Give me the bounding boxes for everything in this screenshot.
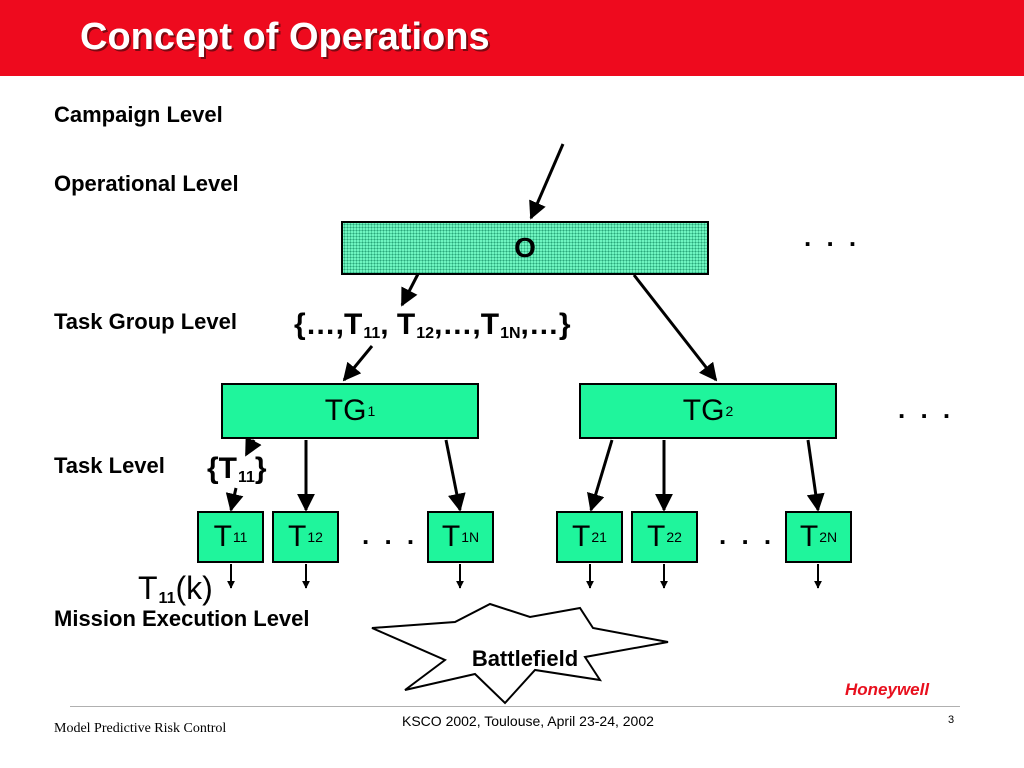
ellipsis-tasks-group-1: . . . xyxy=(362,520,419,550)
arrow-o-to-tg2 xyxy=(632,274,718,382)
arrow-campaign-to-o xyxy=(529,143,565,220)
battlefield-burst xyxy=(371,602,669,705)
arrow-tg2-to-t2n xyxy=(806,439,825,512)
page-number: 3 xyxy=(948,714,955,726)
ellipsis-operations: . . . xyxy=(804,222,861,252)
operation-box-label: O xyxy=(514,232,536,263)
footer-center-text: KSCO 2002, Toulouse, April 23-24, 2002 xyxy=(402,713,654,729)
campaign-level-label: Campaign Level xyxy=(54,102,223,127)
ellipsis-tasks-group-2: . . . xyxy=(719,520,776,550)
task-group-level-label: Task Group Level xyxy=(54,309,237,334)
slide-title: Concept of Operations xyxy=(80,16,490,58)
operational-level-label: Operational Level xyxy=(54,171,239,196)
arrow-tg1-to-t1n xyxy=(444,439,466,512)
mission-execution-level-label: Mission Execution Level xyxy=(54,606,310,631)
footer-left-text: Model Predictive Risk Control xyxy=(54,721,227,736)
honeywell-logo: Honeywell xyxy=(845,680,930,699)
mission-task-label: T11(k) xyxy=(138,570,213,607)
arrow-o-to-set xyxy=(400,273,420,307)
arrow-set-to-t11 xyxy=(225,487,244,512)
task-set-label: {T11} xyxy=(207,452,267,486)
arrow-tg1-to-set xyxy=(244,436,262,457)
ellipsis-task-groups: . . . xyxy=(898,394,955,424)
battlefield-label: Battlefield xyxy=(471,646,579,671)
operation-box: O xyxy=(341,221,709,275)
arrow-tg2-to-t21 xyxy=(587,439,614,512)
arrow-set-to-tg1 xyxy=(342,345,374,382)
task-group-set-label: {…,T11, T12,…,T1N,…} xyxy=(294,308,571,342)
task-level-label: Task Level xyxy=(54,453,165,478)
title-bar xyxy=(0,0,1024,76)
footer-divider xyxy=(70,706,960,707)
